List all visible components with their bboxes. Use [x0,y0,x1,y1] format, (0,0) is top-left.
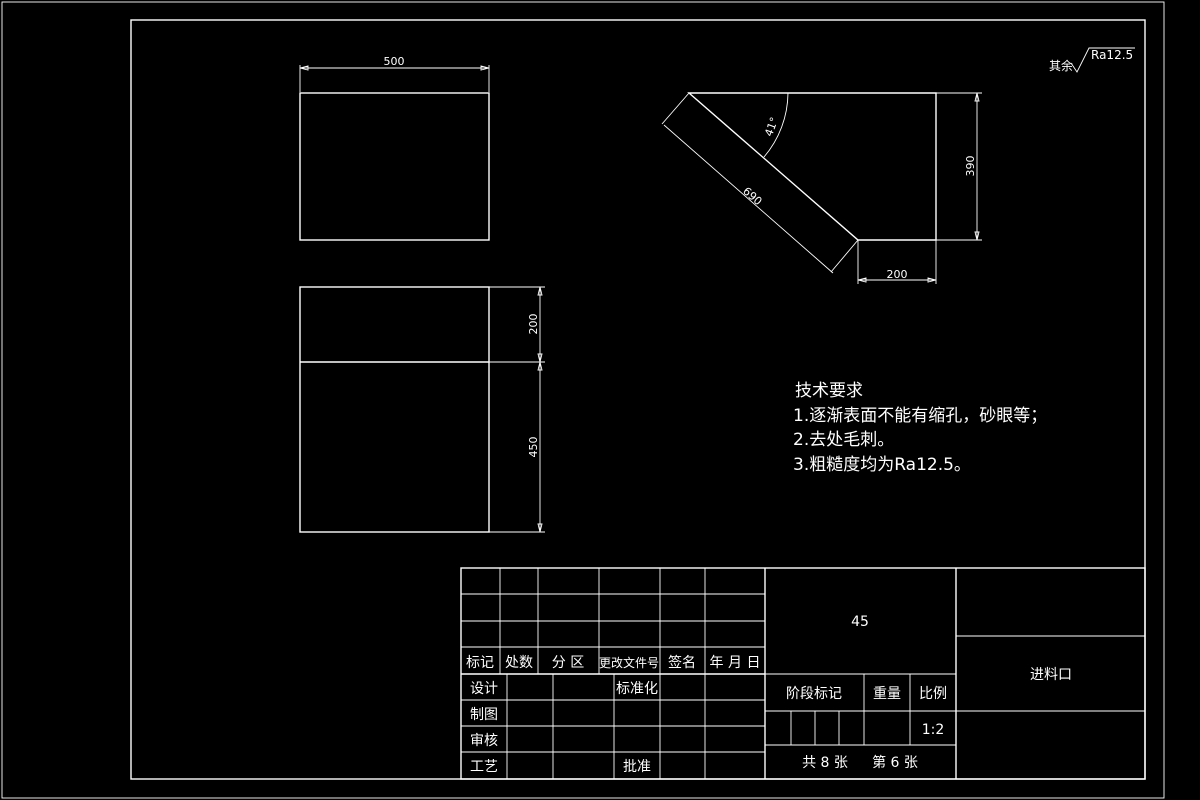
tb-scale-value: 1:2 [922,722,945,738]
side-view: 390 200 690 41° [661,92,982,284]
top-view-outline [299,92,490,241]
roughness-note: 其余 Ra12.5 [1049,47,1135,73]
tech-title: 技术要求 [795,381,863,401]
title-block: 标记 处数 分 区 更改文件号 签名 年 月 日 设计 标准化 制图 审核 工艺… [460,567,1146,780]
tb-part-name: 进料口 [1030,667,1072,683]
dim-text-390: 390 [964,156,977,177]
dim-arrows [974,92,980,241]
roughness-symbol-icon [1070,47,1135,73]
roughness-value: Ra12.5 [1091,48,1133,62]
dim-arrows [857,277,937,283]
top-view: 500 [299,55,490,241]
dim-text-200-vertical: 200 [527,314,540,335]
tb-header-label: 签名 [668,654,696,671]
angle-text: 41° [762,115,781,138]
side-view-outline [687,92,937,241]
tb-row-process: 工艺 [470,759,498,775]
tb-sheets-total: 共 8 张 [802,755,848,771]
tb-row-draw: 制图 [470,707,498,723]
ext-line [661,92,690,125]
tb-scale-label: 比例 [919,686,947,702]
ext-line [830,239,859,273]
angle-arc [763,92,789,158]
tb-row-approve: 批准 [623,759,651,775]
tb-weight: 重量 [873,686,901,702]
dim-text-690: 690 [740,185,764,209]
tech-item: 3.粗糙度均为Ra12.5。 [793,455,971,475]
tb-header-label: 处数 [505,655,533,671]
tb-material: 45 [851,614,869,630]
dim-text-450: 450 [527,437,540,458]
sheet-border [1,1,1165,799]
tb-header-label: 年 月 日 [710,655,761,671]
tb-header-label: 标记 [466,655,494,671]
tech-requirements: 技术要求 1.逐渐表面不能有缩孔，砂眼等； 2.去处毛刺。 3.粗糙度均为Ra1… [793,381,1047,475]
dim-line-690 [663,124,834,274]
dim-arrows [537,286,543,533]
roughness-prefix: 其余 [1049,58,1073,73]
dim-text-500: 500 [384,55,405,68]
tb-row-design: 设计 [470,681,498,697]
tb-header-label: 分 区 [552,655,584,671]
front-view: 200 450 [299,286,545,533]
front-view-outline [299,286,490,533]
tb-sheet-number: 第 6 张 [872,754,918,771]
tb-stage-mark: 阶段标记 [786,686,842,702]
dim-text-200-horizontal: 200 [887,268,908,281]
tech-item: 2.去处毛刺。 [793,430,894,450]
tech-item: 1.逐渐表面不能有缩孔，砂眼等； [793,406,1047,426]
tb-row-review: 审核 [470,733,498,749]
tb-header-label: 更改文件号 [599,655,659,670]
tb-row-standard: 标准化 [616,681,658,697]
dim-arrows [299,65,490,71]
